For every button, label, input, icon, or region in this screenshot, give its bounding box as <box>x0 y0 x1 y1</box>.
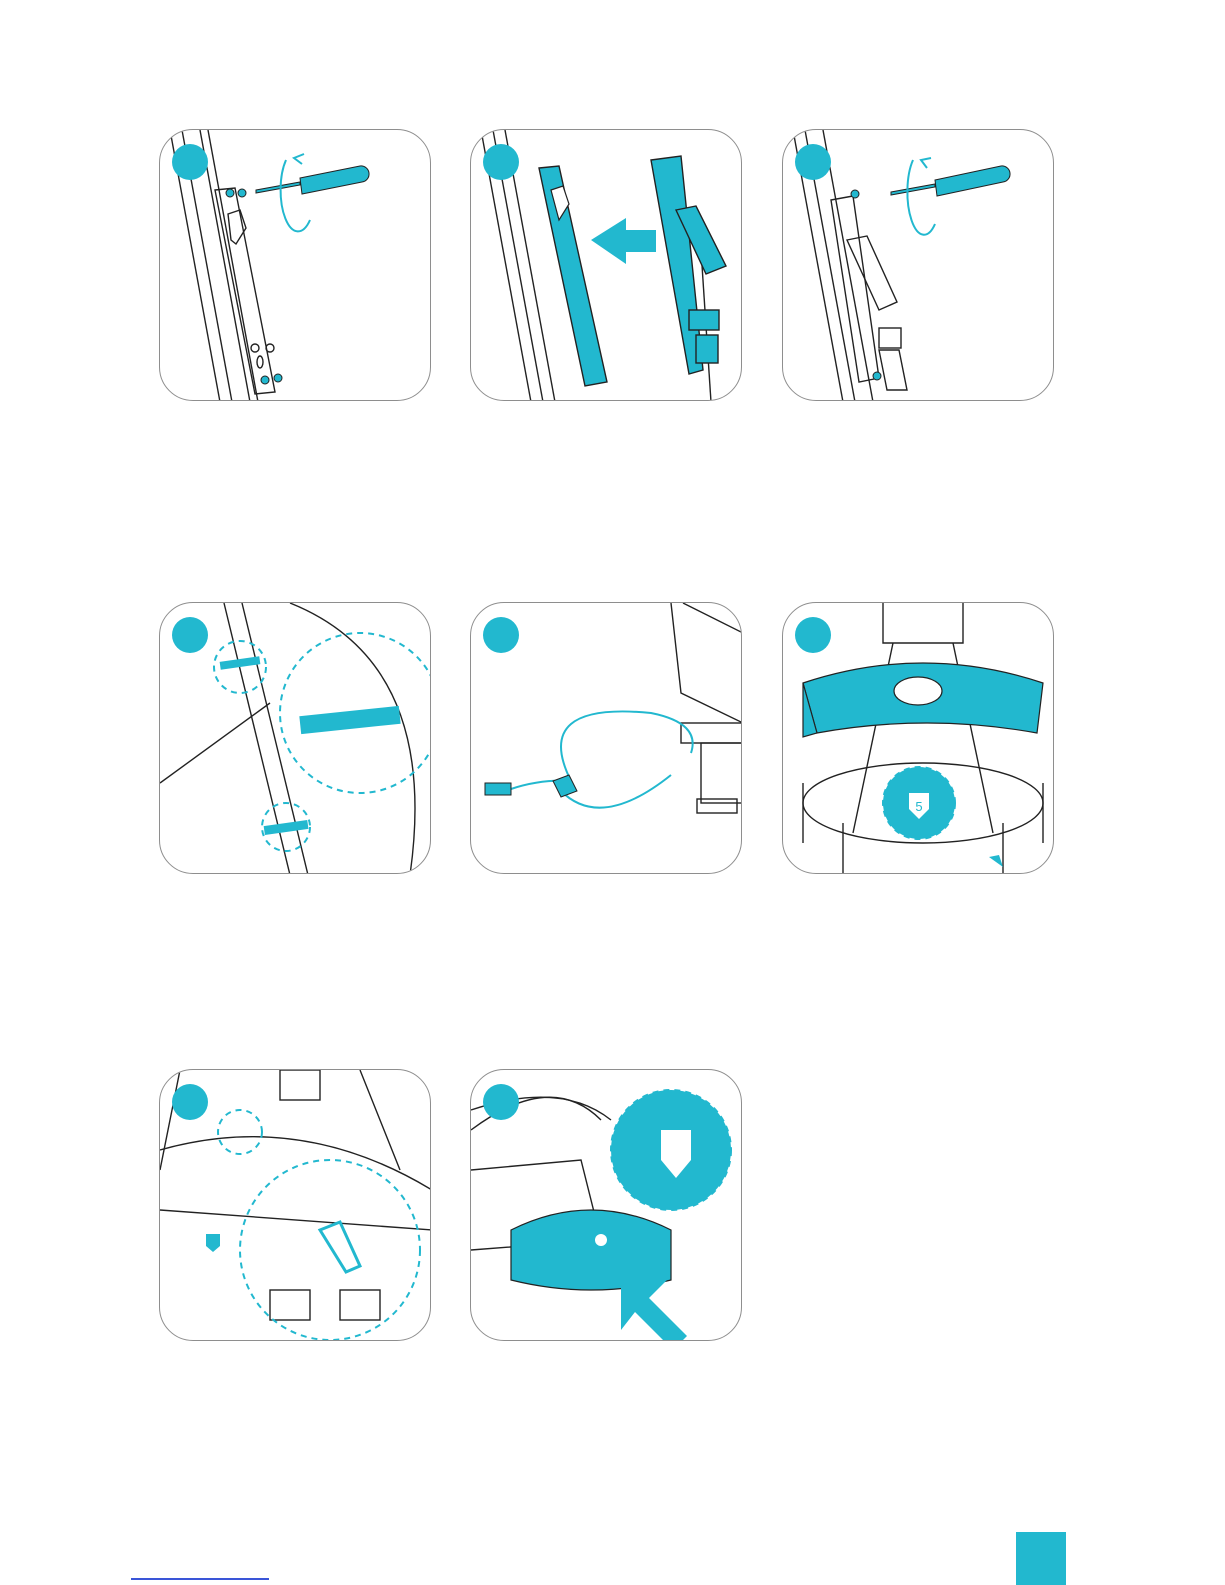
marker-label: 5 <box>915 799 922 814</box>
page-number-tab <box>1016 1532 1066 1585</box>
step-panel-5 <box>470 602 742 874</box>
step-badge <box>172 144 208 180</box>
step-badge <box>795 617 831 653</box>
step-panel-7 <box>159 1069 431 1341</box>
step-badge <box>795 144 831 180</box>
step-panel-2 <box>470 129 742 401</box>
step-panel-6: 5 <box>782 602 1054 874</box>
step-badge <box>483 1084 519 1120</box>
step-panel-1 <box>159 129 431 401</box>
footer-link-underline[interactable] <box>131 1578 269 1580</box>
step-badge <box>172 1084 208 1120</box>
step-badge <box>172 617 208 653</box>
step-badge <box>483 617 519 653</box>
step-panel-4 <box>159 602 431 874</box>
step-panel-8 <box>470 1069 742 1341</box>
step-panel-3 <box>782 129 1054 401</box>
step-badge <box>483 144 519 180</box>
